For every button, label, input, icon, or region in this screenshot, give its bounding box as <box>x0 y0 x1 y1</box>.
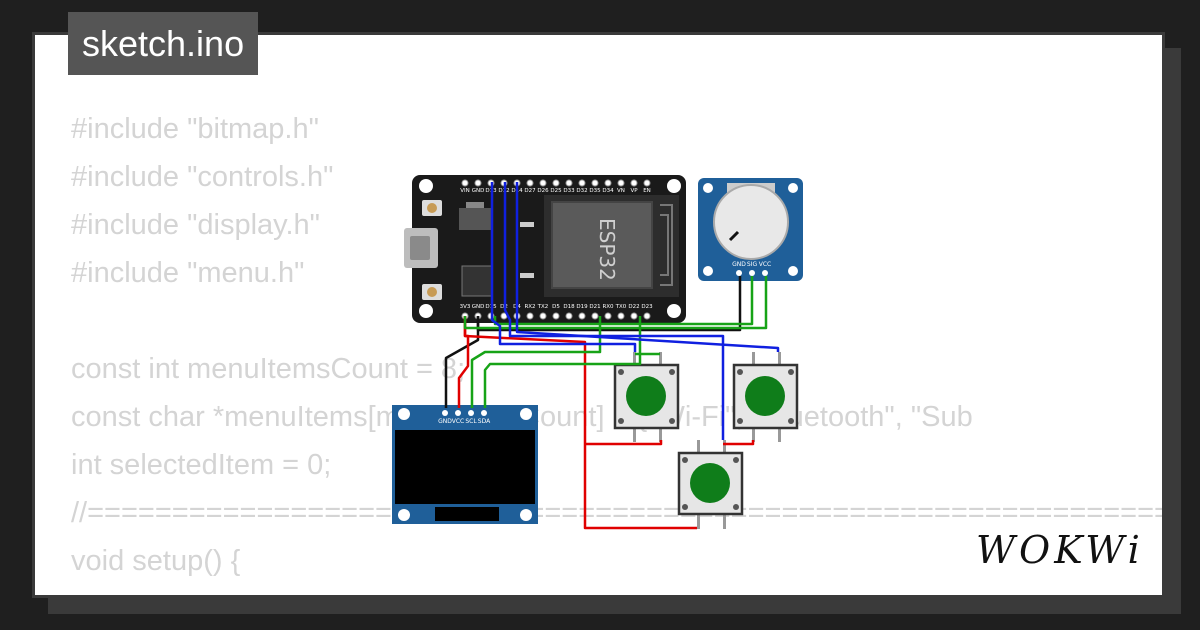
esp32-pin <box>591 312 599 320</box>
pot-pin-label: GND <box>732 261 746 268</box>
esp32-pin-label: VN <box>617 188 625 194</box>
wokwi-logo: WOKWi <box>976 528 1144 572</box>
oled-pin-label: GND <box>438 418 452 425</box>
esp32-pin-label: D25 <box>550 188 562 194</box>
esp32-pin <box>526 312 534 320</box>
code-line: int selectedItem = 0; <box>71 449 332 481</box>
esp32-pin <box>526 179 534 187</box>
pushbutton[interactable] <box>613 352 680 442</box>
esp32-pin-label: VP <box>630 188 638 194</box>
code-preview: #include "bitmap.h" #include "controls.h"… <box>71 105 1165 595</box>
esp32-pin-label: VIN <box>460 188 470 194</box>
esp32-pin <box>630 312 638 320</box>
code-line: initDisplay(); <box>71 585 1162 595</box>
file-name-tab: sketch.ino <box>68 12 259 75</box>
esp32-pin-label: D19 <box>576 304 588 310</box>
chip-label: ESP32 <box>595 218 619 281</box>
esp32-pin <box>643 312 651 320</box>
esp32-pin-label: D32 <box>576 188 587 194</box>
esp32-pin <box>617 312 625 320</box>
esp32-pin-label: D23 <box>641 304 653 310</box>
esp32-pin <box>565 312 573 320</box>
esp32-pin-label: GND <box>472 304 485 310</box>
esp32-pin-label: 3V3 <box>460 304 471 310</box>
code-line: #include "bitmap.h" <box>71 113 319 145</box>
esp32-pin-label: TX0 <box>615 304 627 310</box>
esp32-pin <box>552 312 560 320</box>
code-line: #include "controls.h" <box>71 161 334 193</box>
esp32-pin <box>565 179 573 187</box>
esp32-pin-label: D5 <box>552 304 560 310</box>
esp32-pin <box>604 312 612 320</box>
esp32-pin-label: D35 <box>589 188 601 194</box>
esp32-pin-label: D27 <box>524 188 536 194</box>
esp32-pin-label: EN <box>643 188 651 194</box>
oled-pin-label: SCL <box>465 418 477 425</box>
esp32-pin <box>617 179 625 187</box>
esp32-pin <box>552 179 560 187</box>
esp32-pin <box>630 179 638 187</box>
pushbutton[interactable] <box>677 440 744 529</box>
code-line: #include "display.h" <box>71 209 320 241</box>
code-line: const int menuItemsCount = 8; <box>71 353 466 385</box>
esp32-pin-label: RX0 <box>602 304 614 310</box>
code-line: void setup() { <box>71 545 241 577</box>
esp32-pin <box>578 179 586 187</box>
esp32-pin-label: D33 <box>563 188 575 194</box>
wires <box>444 182 780 530</box>
esp32-pin <box>604 179 612 187</box>
oled-pin-label: SDA <box>478 418 491 425</box>
oled-pin-label: VCC <box>452 418 464 425</box>
esp32-pin-label: RX2 <box>524 304 535 310</box>
esp32-pin <box>591 179 599 187</box>
code-line: //======================================… <box>71 497 1165 529</box>
esp32-pin-label: D26 <box>537 188 549 194</box>
code-line: #include "menu.h" <box>71 257 305 289</box>
pot-pin-label: SIG <box>747 261 758 268</box>
esp32-pin <box>474 179 482 187</box>
esp32-pin-label: TX2 <box>537 304 549 310</box>
pot-pin-label: VCC <box>759 261 771 268</box>
esp32-pin <box>539 179 547 187</box>
esp32-pin-label: D18 <box>563 304 575 310</box>
esp32-pin-label: GND <box>472 188 485 194</box>
pushbutton[interactable] <box>732 352 799 442</box>
esp32-pin <box>539 312 547 320</box>
esp32-pin-label: D22 <box>628 304 639 310</box>
esp32-pin <box>578 312 586 320</box>
esp32-pin-label: D34 <box>602 188 614 194</box>
esp32-pin-label: D21 <box>589 304 600 310</box>
esp32-pin <box>461 179 469 187</box>
esp32-pin <box>643 179 651 187</box>
